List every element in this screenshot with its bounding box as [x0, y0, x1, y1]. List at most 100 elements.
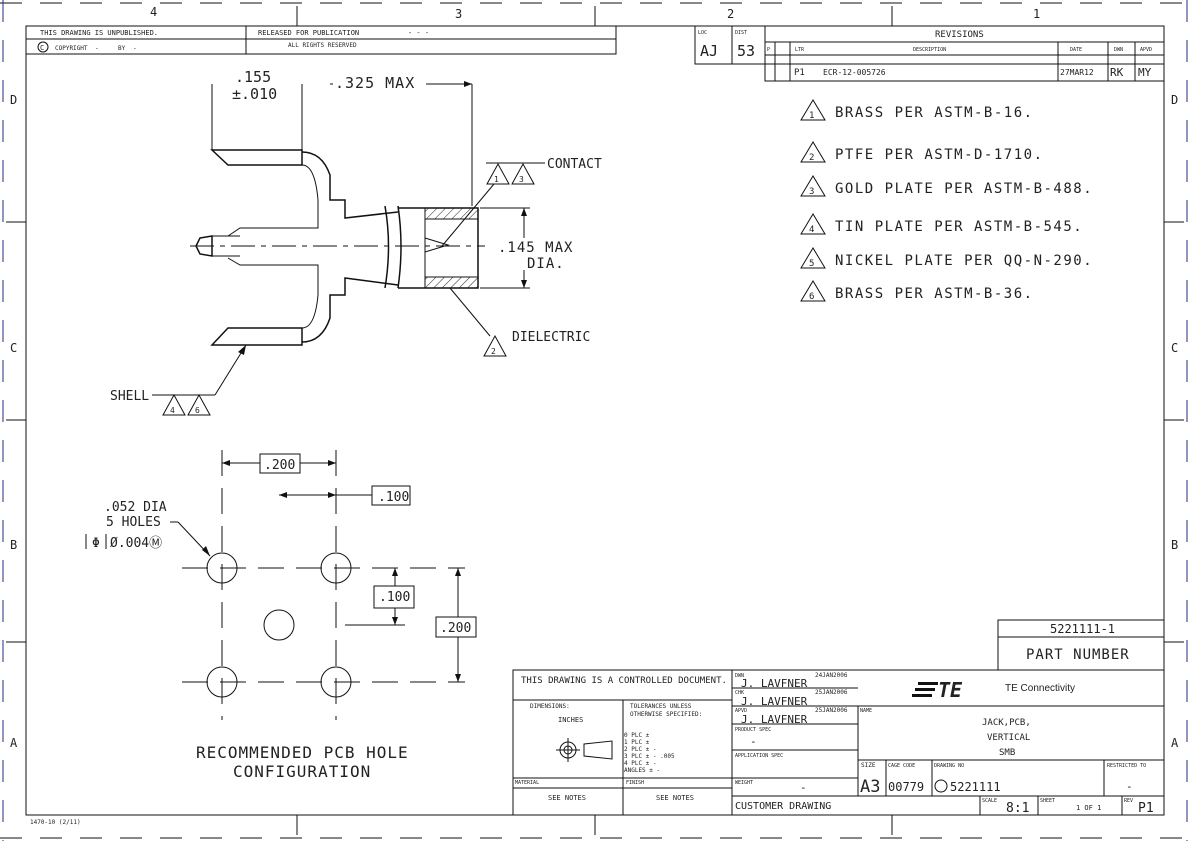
dist-label: DIST — [735, 30, 747, 36]
customer-drawing: CUSTOMER DRAWING — [735, 801, 831, 812]
dim-100-horizontal: .100 — [378, 490, 409, 505]
contact-flag-3 — [511, 162, 535, 185]
part-number-label: PART NUMBER — [1026, 647, 1130, 663]
zone-col-3: 3 — [455, 7, 462, 21]
restricted-value: - — [1126, 780, 1133, 793]
note-text: TIN PLATE PER ASTM-B-545. — [835, 219, 1083, 235]
rev-value: P1 — [1138, 801, 1154, 816]
note-text: BRASS PER ASTM-B-36. — [835, 286, 1034, 302]
zone-row-d-right: D — [1171, 93, 1178, 107]
product-spec-label: PRODUCT SPEC — [735, 727, 771, 733]
restricted-label: RESTRICTED TO — [1107, 763, 1146, 769]
center-pin-tip — [195, 235, 213, 257]
position-icon: Φ — [92, 536, 100, 551]
rev-dwn: RK — [1110, 66, 1124, 79]
shell-upper-outline — [301, 151, 399, 219]
rev-apvd: MY — [1138, 66, 1152, 79]
finish-value: SEE NOTES — [656, 794, 694, 802]
shell-flag-4 — [162, 393, 186, 416]
note-item: 4 TIN PLATE PER ASTM-B-545. — [800, 213, 1083, 235]
zone-row-b-left: B — [10, 538, 17, 552]
chk-date: 25JAN2006 — [815, 689, 848, 696]
dim-box — [373, 585, 415, 609]
te-logo: TE — [912, 678, 963, 702]
rev-col-p: P — [767, 47, 770, 53]
dim-100-vertical: .100 — [379, 590, 410, 605]
label-shell: SHELL — [110, 389, 149, 404]
note-text: PTFE PER ASTM-D-1710. — [835, 147, 1044, 163]
apvd-name: J. LAVFNER — [741, 713, 808, 726]
note-item: 3 GOLD PLATE PER ASTM-B-488. — [800, 175, 1092, 197]
chk-name: J. LAVFNER — [741, 695, 808, 708]
dist-value: 53 — [737, 42, 755, 60]
cage-value: 00779 — [888, 780, 924, 794]
note-flag-triangle — [800, 141, 826, 163]
dwn-date: 24JAN2006 — [815, 672, 848, 679]
svg-text:C: C — [40, 44, 44, 52]
contact-flag-1 — [486, 162, 510, 185]
released-label: RELEASED FOR PUBLICATION — [258, 29, 359, 37]
note-item: 2 PTFE PER ASTM-D-1710. — [800, 141, 1044, 163]
zone-col-2: 2 — [727, 7, 734, 21]
svg-text:1: 1 — [494, 175, 499, 184]
size-label: SIZE — [861, 762, 876, 769]
svg-text:2: 2 — [491, 347, 496, 356]
rev-date: 27MAR12 — [1060, 68, 1094, 77]
projection-icon — [556, 738, 613, 762]
lower-pcb-leg — [210, 327, 303, 346]
note-flag-triangle — [800, 213, 826, 235]
shell-lower-outline — [301, 277, 399, 343]
pcb-hole — [206, 552, 238, 584]
cage-label: CAGE CODE — [888, 763, 915, 769]
dim-diameter: .145 MAX — [498, 240, 573, 256]
drawing-no-value: 5221111 — [950, 780, 1001, 794]
note-item: 1 BRASS PER ASTM-B-16. — [800, 99, 1032, 121]
rev-col-ltr: LTR — [795, 47, 805, 53]
pcb-hole-center — [263, 609, 295, 641]
loc-value: AJ — [700, 42, 718, 60]
name-line1: JACK,PCB, — [982, 718, 1031, 728]
tolerances-line1: TOLERANCES UNLESS — [630, 703, 692, 710]
revisions-block: REVISIONS P LTR DESCRIPTION DATE DWN APV… — [764, 25, 1165, 82]
tol-row: 4 PLC ± - — [624, 760, 657, 767]
zone-row-c-left: C — [10, 341, 17, 355]
material-value: SEE NOTES — [548, 794, 586, 802]
position-tolerance: Ø.004Ⓜ — [110, 536, 162, 551]
dim-200-horizontal: .200 — [264, 458, 295, 473]
zone-row-d-left: D — [10, 93, 17, 107]
pcb-caption-line2: CONFIGURATION — [233, 762, 371, 781]
pcb-hole-layout: .200 .100 .052 DIA 5 HOLES Φ Ø.004Ⓜ .100… — [85, 450, 477, 781]
drawing-no-label: DRAWING NO — [934, 763, 964, 769]
tol-row: 1 PLC ± — [624, 739, 650, 746]
pcb-hole — [320, 666, 352, 698]
socket-contact — [424, 237, 450, 253]
note-flag-triangle — [800, 247, 826, 269]
note-item: 6 BRASS PER ASTM-B-36. — [800, 280, 1034, 302]
zone-row-a-right: A — [1171, 736, 1179, 750]
sheet-label: SHEET — [1040, 798, 1055, 804]
controlled-document: THIS DRAWING IS A CONTROLLED DOCUMENT. — [521, 676, 727, 686]
svg-text:2: 2 — [809, 153, 814, 163]
shell-flag-6 — [187, 393, 211, 416]
tolerances-line2: OTHERWISE SPECIFIED: — [630, 711, 702, 718]
rev-label: REV — [1124, 798, 1133, 804]
note-flag-triangle — [800, 280, 826, 302]
sheet-value: 1 OF 1 — [1076, 804, 1101, 812]
zone-row-b-right: B — [1171, 538, 1178, 552]
svg-text:- - -: - - - — [408, 29, 429, 37]
hole-diameter: .052 DIA — [104, 500, 167, 515]
application-spec-label: APPLICATION SPEC — [735, 753, 783, 759]
dwn-name: J. LAVFNER — [741, 677, 808, 690]
apvd-label: APVD — [735, 708, 747, 714]
zone-col-1: 1 — [1033, 7, 1040, 21]
note-flag-triangle — [800, 175, 826, 197]
dim-length: .325 MAX — [335, 74, 415, 92]
tol-row: 0 PLC ± — [624, 732, 650, 739]
dim-box — [259, 453, 301, 474]
tol-row: 2 PLC ± - — [624, 746, 657, 753]
copyright-label: COPYRIGHT — [55, 45, 88, 52]
svg-text:6: 6 — [195, 406, 200, 415]
